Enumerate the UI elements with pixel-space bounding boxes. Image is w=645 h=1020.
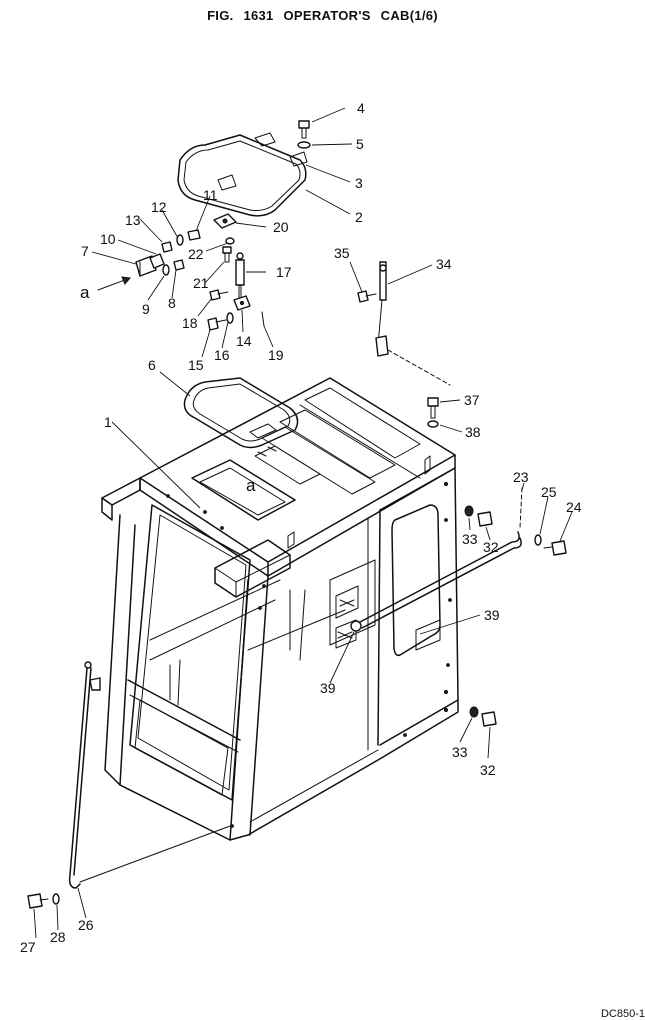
callout-33b: 33 [452,744,468,760]
callout-34: 34 [436,256,452,272]
callout-19: 19 [268,347,284,363]
bolt-27-icon [27,893,49,909]
bolt-32a-icon [477,511,493,527]
callout-25: 25 [541,484,557,500]
bolt-24-icon [543,540,567,556]
callout-20: 20 [273,219,289,235]
roof-hatch [177,132,308,217]
detail-marker-roof: a [246,476,256,495]
callout-39b: 39 [320,680,336,696]
fastener-11-13-icon [161,229,201,253]
callout-5: 5 [356,136,364,152]
callout-22: 22 [188,246,204,262]
callout-32b: 32 [480,762,496,778]
callout-21: 21 [193,275,209,291]
washer-5-icon [297,141,311,149]
bolt-18-icon [209,289,229,301]
callout-11: 11 [203,187,218,203]
pin-19-icon [261,311,265,327]
callout-37: 37 [464,392,480,408]
callout-labels: 1 2 3 4 5 6 7 8 9 10 11 12 13 14 15 16 1… [20,100,582,955]
latch-bracket-7-icon [135,253,185,277]
callout-3: 3 [355,175,363,191]
bolt-4-icon [298,120,310,139]
callout-27: 27 [20,939,36,955]
callout-18: 18 [182,315,198,331]
figure-code: DC850-1 [600,1008,645,1020]
callout-39a: 39 [484,607,500,623]
callout-23: 23 [513,469,529,485]
rod-34-icon [375,261,451,386]
rod-26-icon [68,661,231,889]
callout-17: 17 [276,264,292,280]
callout-8: 8 [168,295,176,311]
callout-15: 15 [188,357,204,373]
detail-marker-left: a [80,283,90,302]
callout-38: 38 [465,424,481,440]
callout-16: 16 [214,347,230,363]
callout-6: 6 [148,357,156,373]
callout-35: 35 [334,245,350,261]
nut-33b-icon [469,706,479,718]
washer-16-icon [226,312,234,324]
callout-4: 4 [357,100,365,116]
bolt-15-icon [207,317,227,331]
callout-28: 28 [50,929,66,945]
washer-22-icon [225,237,235,245]
callout-1: 1 [104,414,112,430]
callout-32a: 32 [483,539,499,555]
callout-13: 13 [125,212,141,228]
washer-38-icon [427,420,439,428]
bolt-32b-icon [481,711,497,727]
figure-title: FIG. 1631 OPERATOR'S CAB(1/6) [207,8,438,23]
callout-14: 14 [236,333,252,349]
callout-2: 2 [355,209,363,225]
washer-28-icon [52,893,60,905]
callout-9: 9 [142,301,150,317]
clip-20-icon [213,213,237,229]
washer-25-icon [534,534,542,546]
callout-10: 10 [100,231,116,247]
bracket-14-icon [233,295,251,311]
callout-33a: 33 [462,531,478,547]
callout-7: 7 [81,243,89,259]
leader-lines [33,107,573,939]
rod-23-icon [350,487,523,632]
detail-arrow-icon [97,276,131,291]
bolt-35-icon [357,290,377,303]
callout-24: 24 [566,499,582,515]
bolt-37-icon [427,397,439,419]
cab-frame [101,377,459,841]
hatch-seal [183,377,299,449]
gas-spring-17-icon [235,252,245,299]
nut-33a-icon [464,505,474,517]
callout-26: 26 [78,917,94,933]
bolt-21-icon [222,246,232,263]
callout-12: 12 [151,199,167,215]
